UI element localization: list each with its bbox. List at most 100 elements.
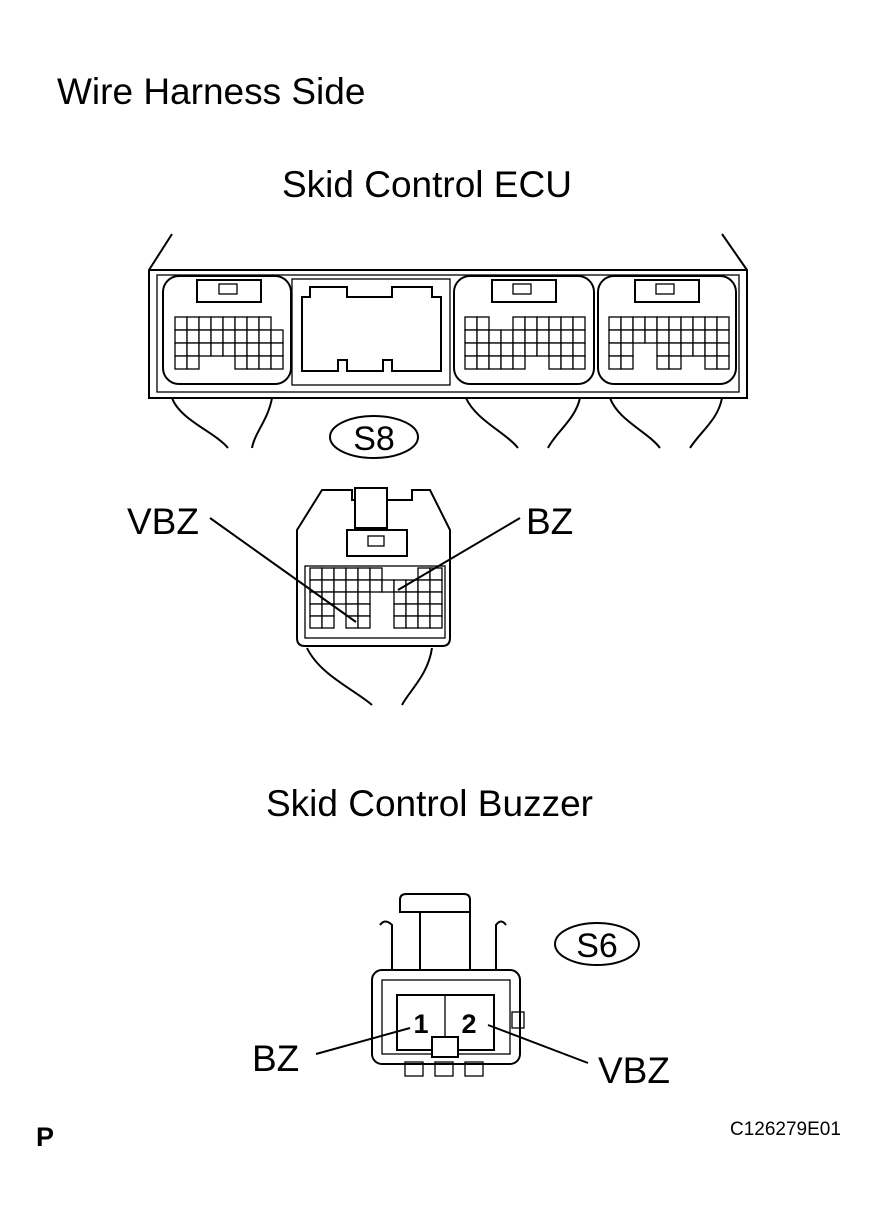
pin-cavity [620, 316, 634, 331]
pin-cavity [668, 316, 682, 331]
pin-cavity [704, 342, 718, 357]
pin-cavity [620, 342, 634, 357]
buzzer-pin-2: 2 [461, 1009, 476, 1039]
pin-cavity [270, 342, 284, 357]
pin-cavity [500, 355, 514, 370]
pin-cavity [417, 615, 431, 629]
pin-cavity [668, 355, 682, 370]
s6-badge: S6 [554, 922, 640, 966]
pin-cavity [524, 342, 538, 357]
pin-cavity [381, 579, 395, 593]
pin-cavity [369, 579, 383, 593]
pin-cavity [560, 329, 574, 344]
pin-cavity [536, 342, 550, 357]
pin-cavity [333, 567, 347, 581]
pin-cavity [321, 579, 335, 593]
pin-cavity [174, 355, 188, 370]
pin-cavity [572, 329, 586, 344]
pin-cavity [560, 316, 574, 331]
pin-cavity [345, 615, 359, 629]
pin-cavity [345, 567, 359, 581]
pin-cavity [620, 355, 634, 370]
s8-badge: S8 [329, 415, 419, 459]
pin-cavity [405, 591, 419, 605]
pin-cavity [560, 355, 574, 370]
ecu-connector-b [453, 275, 595, 449]
pin-cavity [309, 567, 323, 581]
ecu-vbz-label: VBZ [127, 501, 199, 542]
pin-cavity [608, 342, 622, 357]
pin-cavity [258, 329, 272, 344]
pin-cavity [692, 342, 706, 357]
pin-cavity [357, 579, 371, 593]
pin-cavity [488, 355, 502, 370]
pin-cavity [357, 615, 371, 629]
pin-cavity [464, 355, 478, 370]
pin-cavity [512, 316, 526, 331]
pin-cavity [234, 342, 248, 357]
pin-cavity [464, 329, 478, 344]
corner-mark: P [36, 1122, 55, 1152]
ecu-connector-a [162, 275, 292, 449]
pin-cavity [222, 342, 236, 357]
pin-cavity [246, 316, 260, 331]
pin-cavity [270, 355, 284, 370]
pin-cavity [333, 579, 347, 593]
pin-grid-b [464, 316, 586, 370]
s8-badge-text: S8 [353, 420, 395, 458]
pin-cavity [572, 342, 586, 357]
ecu-title: Skid Control ECU [282, 164, 572, 205]
pin-cavity [321, 567, 335, 581]
pin-cavity [333, 591, 347, 605]
pin-cavity [405, 615, 419, 629]
pin-cavity [345, 591, 359, 605]
pin-cavity [572, 355, 586, 370]
pin-cavity [680, 329, 694, 344]
pin-cavity [512, 355, 526, 370]
pin-cavity [186, 316, 200, 331]
vbz-leader-s6 [487, 1024, 589, 1064]
buzzer-vbz-label: VBZ [598, 1050, 670, 1091]
pin-cavity [210, 342, 224, 357]
ecu-body [148, 233, 748, 399]
pin-cavity [488, 342, 502, 357]
pin-cavity [548, 316, 562, 331]
pin-cavity [464, 342, 478, 357]
pin-cavity [656, 329, 670, 344]
ecu-blank-connector [291, 278, 451, 386]
s6-badge-text: S6 [576, 927, 618, 965]
pin-cavity [186, 342, 200, 357]
pin-cavity [417, 591, 431, 605]
bz-leader-s6 [315, 1027, 411, 1055]
pin-cavity [417, 603, 431, 617]
pin-cavity [608, 355, 622, 370]
pin-cavity [174, 316, 188, 331]
pin-cavity [369, 567, 383, 581]
pin-cavity [246, 342, 260, 357]
pin-cavity [536, 316, 550, 331]
pin-cavity [716, 355, 730, 370]
vbz-leader-s8 [209, 517, 357, 623]
pin-cavity [476, 316, 490, 331]
pin-cavity [476, 355, 490, 370]
pin-cavity [222, 329, 236, 344]
pin-cavity [309, 603, 323, 617]
pin-cavity [476, 329, 490, 344]
pin-cavity [405, 603, 419, 617]
pin-cavity [357, 591, 371, 605]
ecu-connector-c [597, 275, 737, 449]
pin-cavity [704, 316, 718, 331]
pin-cavity [692, 316, 706, 331]
pin-cavity [357, 603, 371, 617]
figure-code: C126279E01 [730, 1119, 841, 1140]
pin-cavity [656, 316, 670, 331]
pin-cavity [524, 316, 538, 331]
pin-cavity [210, 316, 224, 331]
bz-leader-s8 [397, 517, 521, 591]
pin-cavity [198, 342, 212, 357]
pin-cavity [345, 579, 359, 593]
pin-cavity [429, 615, 443, 629]
pin-cavity [345, 603, 359, 617]
ecu-bz-label: BZ [526, 501, 574, 542]
